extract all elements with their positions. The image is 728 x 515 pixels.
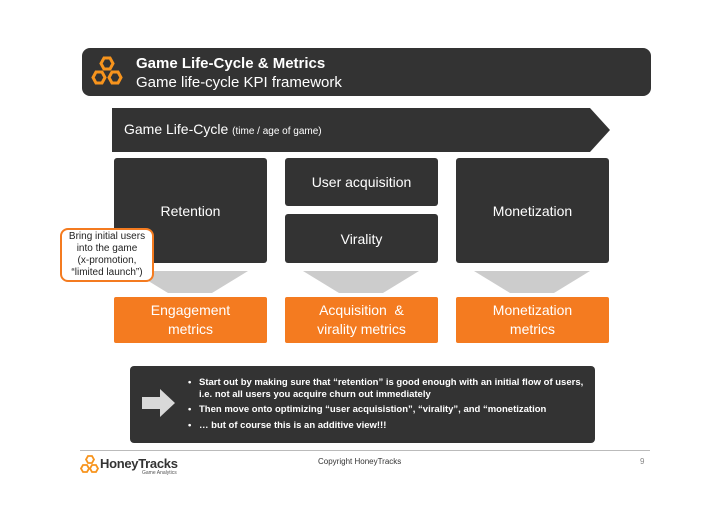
callout-line2: into the game [76,243,138,254]
copyright-text: Copyright HoneyTracks [318,457,402,466]
initial-users-callout: Bring initial users into the game (x-pro… [60,228,154,282]
page-subtitle: Game life-cycle KPI framework [136,74,342,91]
monetization-label: Monetization [492,202,573,219]
title-bar: Game Life-Cycle & Metrics Game life-cycl… [82,48,651,96]
lifecycle-label-group: Game Life-Cycle (time / age of game) [124,121,322,137]
acquisition-metrics-box: Acquisition & virality metrics [285,297,438,343]
lifecycle-arrow-shape [112,108,610,152]
summary-bullet-3: … but of course this is an additive view… [188,420,588,432]
honeycomb-icon [91,56,123,85]
arrow-right-icon [142,389,175,417]
engagement-metrics-line1: Engagement [150,302,231,318]
lifecycle-arrow: Game Life-Cycle (time / age of game) [112,108,610,152]
page-title: Game Life-Cycle & Metrics [136,55,326,72]
retention-label: Retention [160,202,221,219]
acquisition-metrics-line2: virality metrics [317,321,406,337]
callout-line4: “limited launch”) [71,267,143,278]
lifecycle-note: (time / age of game) [232,126,322,137]
user-acquisition-box: User acquisition [285,158,438,206]
summary-bullet-1: Start out by making sure that “retention… [188,377,588,400]
monetization-box: Monetization [456,158,609,263]
funnel-monetization [474,271,590,293]
summary-box: Start out by making sure that “retention… [130,366,595,443]
virality-box: Virality [285,214,438,263]
engagement-metrics-line2: metrics [167,321,214,337]
footer-divider [80,450,650,451]
user-acquisition-label: User acquisition [311,174,412,190]
funnel-retention [132,271,248,293]
monetization-metrics-box: Monetization metrics [456,297,609,343]
summary-bullet-2: Then move onto optimizing “user acquisis… [188,404,588,416]
lifecycle-label: Game Life-Cycle [124,121,229,137]
page-number: 9 [640,457,645,466]
acquisition-metrics-line1: Acquisition & [319,302,404,318]
honeycomb-icon [80,455,100,473]
callout-line1: Bring initial users [68,231,146,242]
virality-label: Virality [340,230,383,247]
summary-bullets: Start out by making sure that “retention… [188,377,588,435]
footer-brand-sub: Game Analytics [142,470,177,476]
callout-line3: (x-promotion, [77,255,137,266]
monetization-metrics-line2: metrics [509,321,556,337]
funnel-acquisition [303,271,419,293]
monetization-metrics-line1: Monetization [492,302,573,318]
footer-logo: HoneyTracks Game Analytics [80,453,190,477]
footer-brand: HoneyTracks [100,456,178,471]
engagement-metrics-box: Engagement metrics [114,297,267,343]
